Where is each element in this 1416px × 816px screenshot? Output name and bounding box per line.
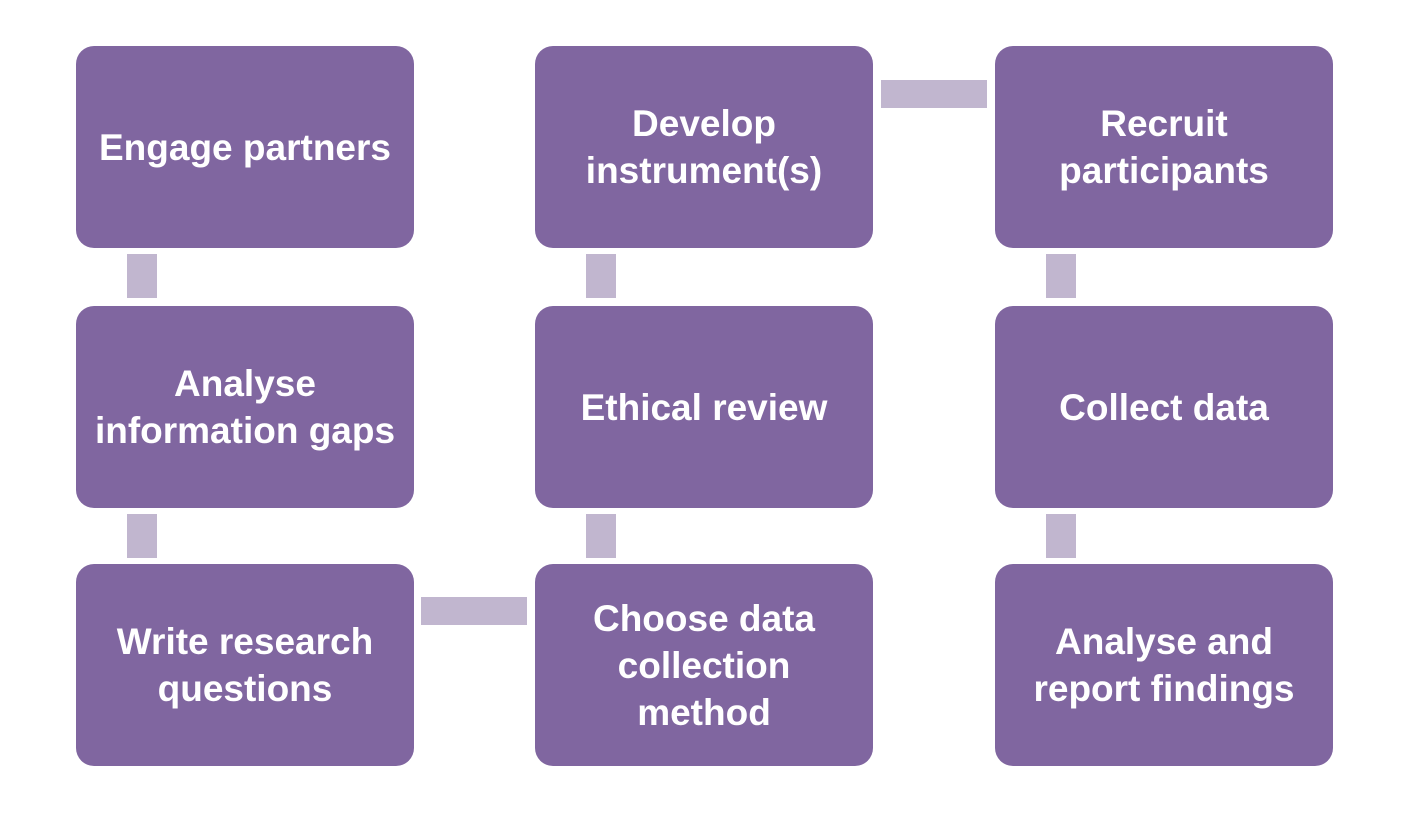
step-ethical-review: Ethical review (535, 306, 873, 508)
connector-choose-method-to-ethical-review (586, 514, 616, 558)
step-write-research-questions: Write research questions (76, 564, 414, 766)
connector-engage-to-analyse-gaps (127, 254, 157, 298)
connector-ethical-review-to-develop-instruments (586, 254, 616, 298)
step-collect-data: Collect data (995, 306, 1333, 508)
step-engage-partners: Engage partners (76, 46, 414, 248)
step-recruit-participants: Recruit participants (995, 46, 1333, 248)
connector-analyse-gaps-to-write-questions (127, 514, 157, 558)
connector-develop-instruments-to-recruit (881, 80, 987, 108)
step-develop-instruments: Develop instrument(s) (535, 46, 873, 248)
connector-collect-to-analyse-report (1046, 514, 1076, 558)
connector-write-questions-to-choose-method (421, 597, 527, 625)
step-choose-data-collection-method: Choose data collection method (535, 564, 873, 766)
connector-recruit-to-collect (1046, 254, 1076, 298)
step-analyse-and-report-findings: Analyse and report findings (995, 564, 1333, 766)
step-analyse-information-gaps: Analyse information gaps (76, 306, 414, 508)
